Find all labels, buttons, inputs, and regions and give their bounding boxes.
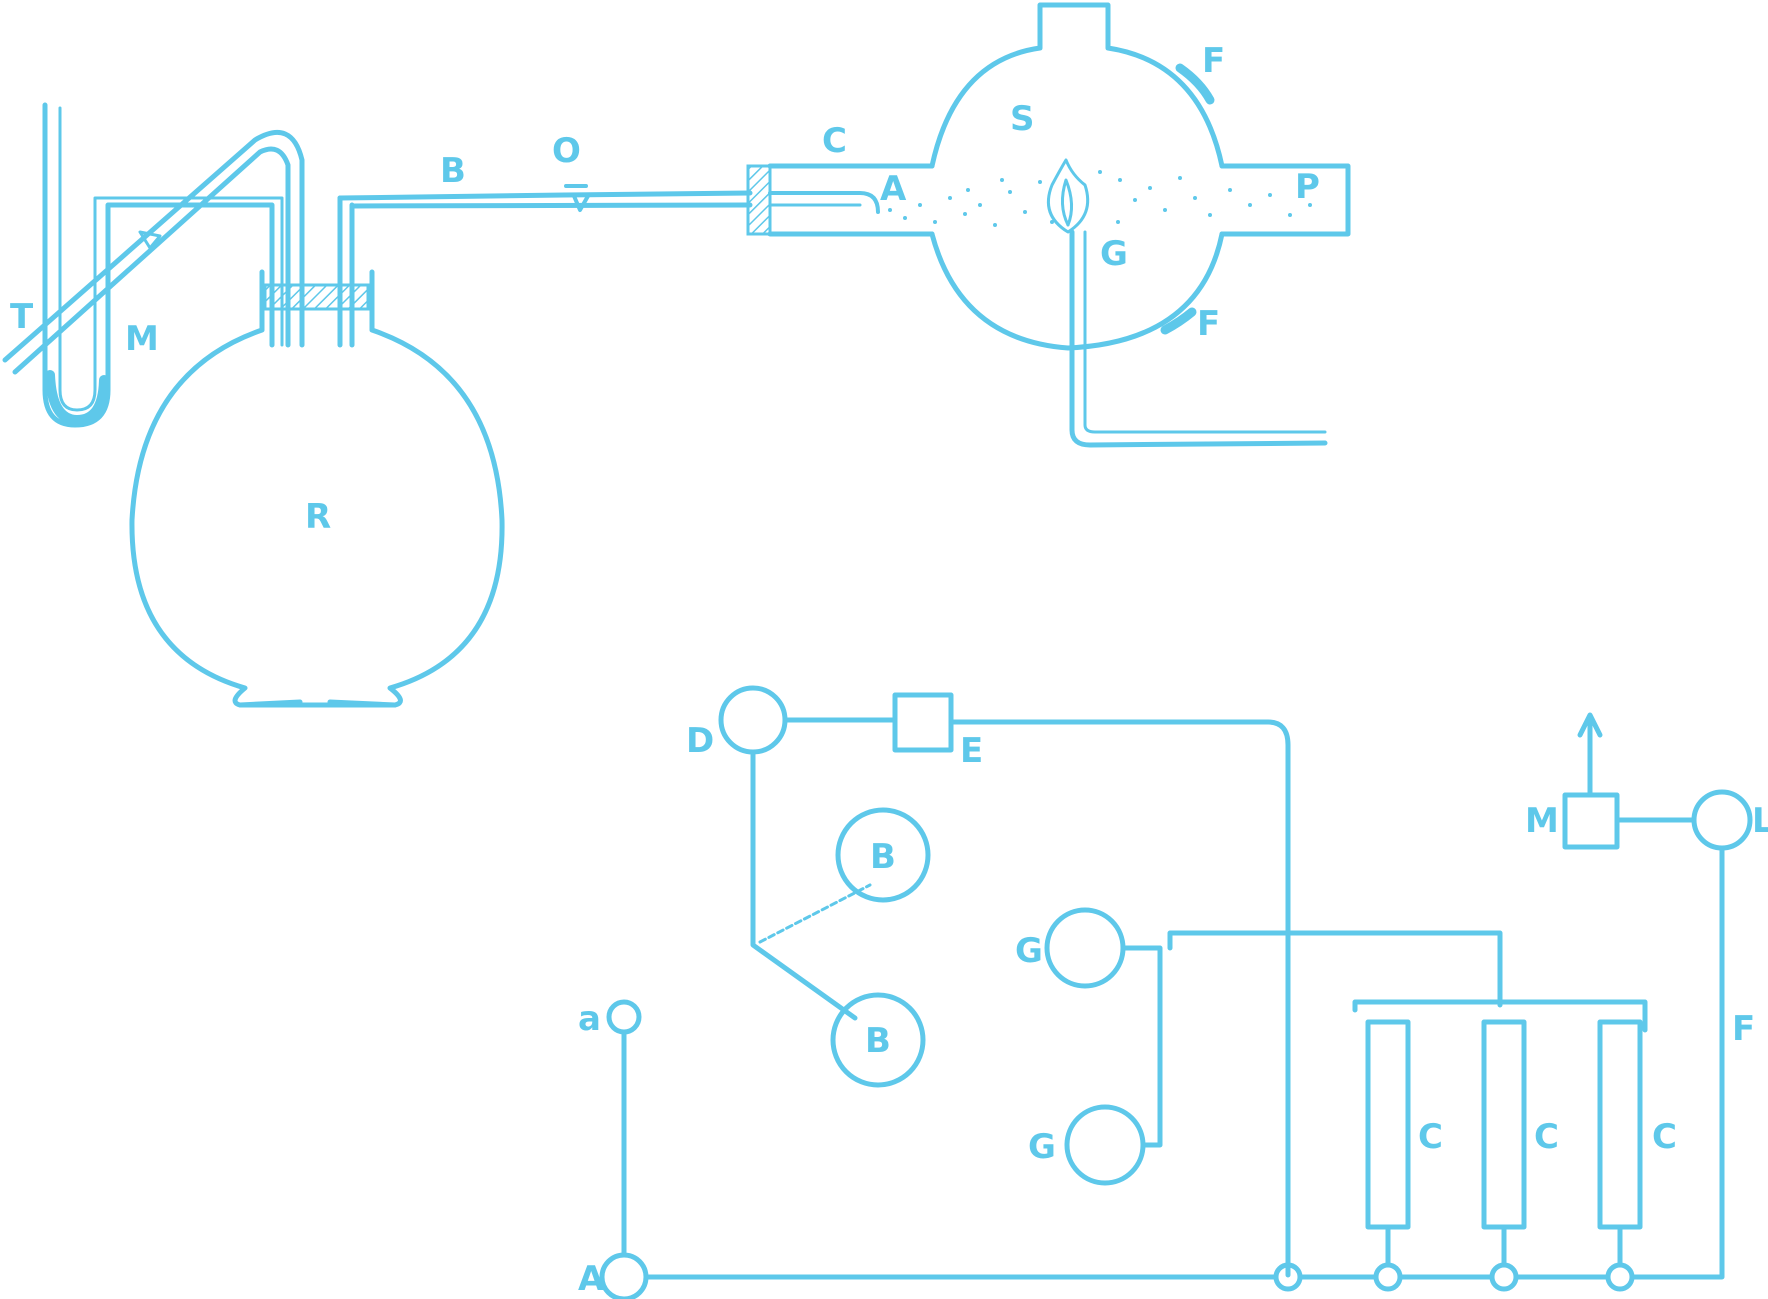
- gas-apparatus: T M R B O C A S F F P G: [2, 2, 1351, 708]
- label-d: D: [686, 721, 714, 761]
- tube-p: [1219, 163, 1351, 237]
- terminal-1: [1273, 1262, 1303, 1292]
- label-c1: C: [1418, 1117, 1443, 1157]
- label-e: E: [960, 731, 983, 771]
- node-d: [718, 685, 788, 755]
- label-m: M: [125, 319, 159, 359]
- node-g-lower: [1064, 1104, 1146, 1186]
- label-a: A: [578, 1259, 605, 1299]
- up-arrow-icon: [1577, 712, 1603, 738]
- label-s: S: [1010, 99, 1035, 139]
- label-f-bottom: F: [1197, 304, 1220, 344]
- node-g-upper: [1044, 907, 1126, 989]
- tube-t: [2, 129, 305, 375]
- box-e: [892, 692, 954, 753]
- label-a-small: a: [578, 999, 601, 1039]
- stopcock-o: [562, 184, 753, 212]
- label-c: C: [822, 121, 847, 161]
- node-l: [1691, 789, 1753, 851]
- label-g-lower: G: [1028, 1127, 1056, 1167]
- label-l: L: [1752, 801, 1768, 841]
- label-g-upper: G: [1015, 931, 1043, 971]
- spray-particles: [888, 170, 1312, 227]
- cell-c3: [1597, 1019, 1643, 1230]
- label-g: G: [1100, 234, 1128, 274]
- tube-c-plug: [746, 164, 772, 236]
- circuit-diagram: D E B B G G a A M L F C C C: [578, 685, 1768, 1299]
- label-t: T: [10, 297, 34, 337]
- label-m: M: [1525, 801, 1559, 841]
- terminal-4: [1605, 1262, 1635, 1292]
- label-f-top: F: [1202, 41, 1225, 81]
- node-b-upper: [835, 807, 931, 903]
- label-c3: C: [1652, 1117, 1677, 1157]
- cell-c2: [1481, 1019, 1527, 1230]
- label-c2: C: [1534, 1117, 1559, 1157]
- label-p: P: [1295, 167, 1320, 207]
- sphere-s: [929, 2, 1225, 351]
- node-b-lower: [830, 992, 926, 1088]
- flask-r: [129, 192, 753, 708]
- label-b: B: [440, 151, 466, 191]
- label-b-lower: B: [865, 1021, 891, 1061]
- label-o: O: [552, 131, 581, 171]
- label-r: R: [305, 497, 331, 537]
- terminal-2: [1373, 1262, 1403, 1292]
- label-f: F: [1732, 1009, 1755, 1049]
- box-m: [1562, 792, 1620, 850]
- label-b-upper: B: [870, 837, 896, 877]
- tube-c: [746, 163, 935, 237]
- cell-c1: [1365, 1019, 1411, 1230]
- burner-flame-g: [1047, 158, 1328, 448]
- label-a: A: [880, 169, 907, 209]
- node-a: [599, 1252, 649, 1299]
- manometer-u-tube: [42, 102, 284, 428]
- terminal-3: [1489, 1262, 1519, 1292]
- node-a-small: [606, 999, 642, 1035]
